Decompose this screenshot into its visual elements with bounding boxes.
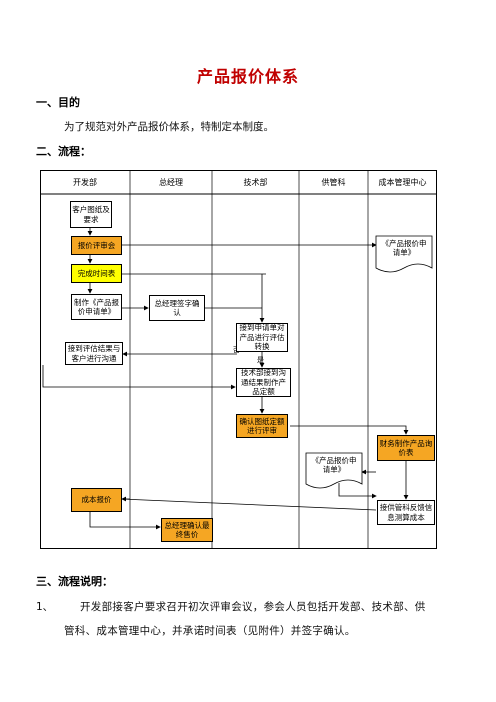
- section-heading-description: 三、流程说明：: [36, 575, 113, 588]
- document-shape-mid: [305, 452, 363, 489]
- item-number: 1、: [36, 601, 54, 613]
- process-flowchart: 否 是 开发部 总经理 技术部 供管科 成本管理中心 客户图纸及要求 报价评审会…: [40, 170, 437, 549]
- node-tech-receive-request: 接到申请单对产品进行评估转换: [236, 323, 288, 352]
- document-title: 产品报价体系: [196, 67, 299, 86]
- column-header-supply: 供管科: [321, 177, 346, 187]
- node-receive-feedback: 接供管科反馈信息测算成本: [377, 500, 435, 525]
- flowchart-lines: 否 是: [40, 170, 437, 549]
- section-heading-purpose: 一、目的: [36, 96, 80, 109]
- node-customer-drawing: 客户图纸及要求: [70, 201, 112, 228]
- purpose-text: 为了规范对外产品报价体系，特制定本制度。: [64, 121, 274, 133]
- node-quote-review: 报价评审会: [71, 236, 122, 255]
- node-make-request: 制作《产品报价申请单》: [71, 294, 122, 320]
- column-header-dev: 开发部: [73, 177, 97, 187]
- node-gm-sign: 总经理签字确认: [149, 295, 205, 321]
- node-tech-receive-comm: 技术部接到沟通结果制作产品定额: [236, 368, 291, 397]
- column-header-gm: 总经理: [159, 177, 183, 187]
- column-header-tech: 技术部: [243, 177, 268, 187]
- node-cost-quote: 成本报价: [71, 488, 122, 512]
- section-heading-process: 二、流程：: [36, 145, 91, 158]
- node-gm-final: 总经理确认最终售价: [161, 518, 213, 542]
- node-finance-sheet: 财务制作产品询价表: [377, 435, 435, 461]
- node-receive-eval: 接到评估结果与客户进行沟通: [65, 342, 123, 365]
- node-complete-schedule: 完成时间表: [71, 264, 122, 283]
- item-text-line1: 开发部接客户要求召开初次评审会议，参会人员包括开发部、技术部、供: [80, 601, 426, 613]
- label-yes: 是: [257, 356, 264, 364]
- node-doc-request-right: 《产品报价申请单》: [381, 238, 427, 258]
- item-text-line2: 管科、成本管理中心，并承诺时间表（见附件）并签字确认。: [64, 625, 356, 637]
- flowchart-frame: [40, 170, 437, 549]
- node-confirm-drawing: 确认图纸定额进行评审: [236, 414, 288, 438]
- node-doc-request-mid: 《产品报价申请单》: [311, 455, 357, 475]
- document-shape-right: [375, 235, 433, 273]
- column-header-cost: 成本管理中心: [378, 177, 427, 187]
